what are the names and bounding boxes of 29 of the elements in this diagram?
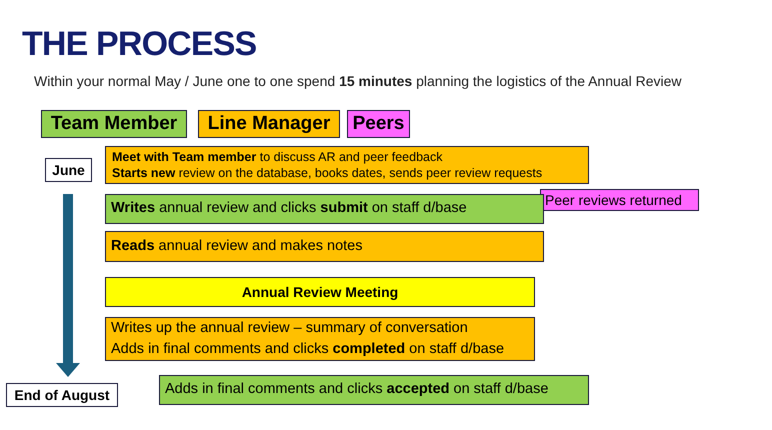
task-box — [105, 146, 589, 184]
box-text: Adds in final comments and clicks completed on staff d/base — [111, 340, 506, 359]
task-box — [105, 317, 535, 361]
box-text: Peers — [352, 112, 404, 136]
box-text: June — [52, 160, 85, 180]
role-header — [347, 110, 410, 138]
task-box — [105, 231, 544, 262]
box-text: End of August — [14, 386, 110, 405]
task-box — [540, 189, 699, 211]
role-header — [198, 110, 340, 138]
date-label-box — [6, 383, 118, 407]
task-box — [159, 375, 589, 405]
box-text: Reads annual review and makes notes — [111, 236, 364, 256]
box-text: Line Manager — [208, 112, 330, 136]
box-text: Annual Review Meeting — [242, 282, 398, 302]
box-text: Writes up the annual review – summary of conversation — [111, 319, 469, 338]
timeline-arrow — [56, 194, 80, 377]
role-header — [41, 110, 187, 138]
box-text: Starts new review on the database, books dates, sends peer review requests — [112, 165, 544, 181]
box-text: Meet with Team member to discuss AR and peer feedback — [112, 149, 444, 165]
title: THE PROCESS — [22, 24, 256, 64]
subtitle-text: Within your normal May / June one to one spend 15 minutes planning the logistics of the Annual Review — [34, 72, 682, 91]
date-label-box — [45, 158, 92, 182]
meeting-box — [105, 277, 535, 307]
task-box — [105, 194, 544, 224]
box-text: Peer reviews returned — [545, 190, 683, 210]
box-text: Adds in final comments and clicks accepted on staff d/base — [165, 380, 550, 400]
box-text: Writes annual review and clicks submit on staff d/base — [111, 199, 468, 218]
box-text: Team Member — [50, 112, 178, 136]
